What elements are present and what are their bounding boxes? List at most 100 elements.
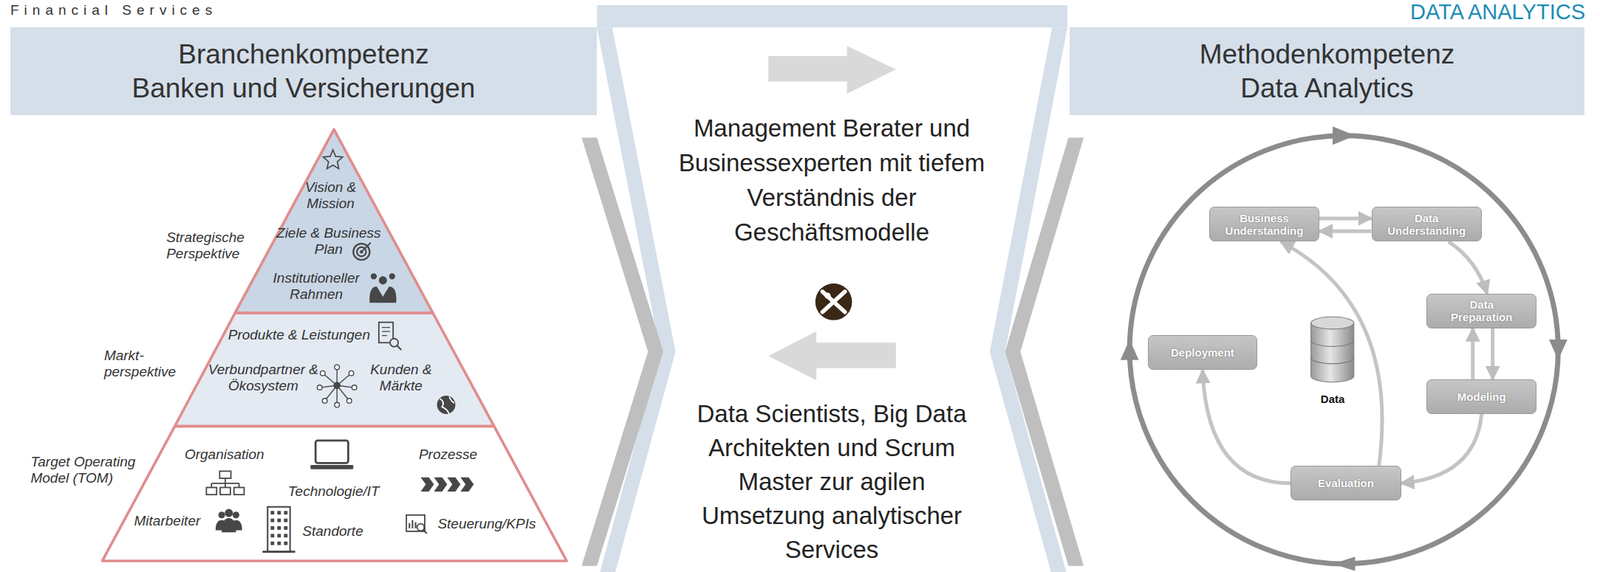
decoration — [351, 385, 357, 391]
decoration — [334, 364, 340, 371]
decoration — [406, 515, 425, 532]
decoration — [1129, 135, 1558, 565]
label-text: DATA ANALYTICS — [1410, 0, 1586, 25]
decoration — [270, 511, 275, 515]
label-text: Financial Services — [10, 2, 218, 19]
decoration — [220, 487, 231, 495]
decoration — [217, 511, 225, 519]
decoration — [233, 487, 244, 495]
flow-arrow — [1470, 328, 1475, 380]
cycle-ring — [1120, 126, 1568, 572]
decoration — [1311, 323, 1355, 383]
phase-label: Business Understanding — [1221, 212, 1309, 238]
decoration — [277, 526, 281, 531]
tier-label: Markt- perspektive — [104, 347, 186, 381]
decoration — [439, 396, 454, 414]
decoration — [1549, 339, 1568, 361]
decoration — [768, 45, 897, 94]
decoration — [283, 526, 288, 531]
phase-label: Evaluation — [1317, 477, 1374, 490]
decoration — [270, 542, 275, 546]
tier-label: Standorte — [302, 523, 363, 540]
decoration — [768, 331, 897, 381]
decoration — [596, 5, 1068, 28]
flow-arrow — [1490, 328, 1495, 380]
label-text: Management Berater und Businessexperten … — [676, 110, 987, 250]
decoration — [101, 426, 567, 561]
tier-label: Steuerung/KPIs — [437, 516, 536, 533]
decoration — [378, 276, 387, 285]
decoration — [283, 518, 288, 523]
tier-label: Kunden & Märkte — [364, 361, 439, 395]
pyramid-tier: Strategische Perspektive Vision & Mission… — [20, 120, 588, 316]
header-band: MethodenkompetenzData Analytics — [1069, 27, 1586, 116]
decoration — [262, 551, 295, 554]
decoration — [1311, 340, 1355, 365]
decoration — [316, 385, 323, 391]
decoration — [348, 370, 354, 376]
decoration — [277, 518, 281, 523]
phase-label: Data Preparation — [1438, 298, 1526, 324]
decoration — [319, 370, 326, 376]
label-text: Data Scientists, Big Data Architekten un… — [676, 397, 987, 568]
decoration — [409, 520, 416, 529]
decoration — [446, 477, 461, 492]
decoration — [232, 511, 240, 519]
tier-label: Strategische Perspektive — [166, 229, 259, 263]
phase-label: Modeling — [1457, 390, 1507, 404]
decoration — [174, 313, 494, 427]
tier-label: Institutioneller Rahmen — [266, 270, 366, 303]
decoration — [270, 518, 275, 523]
header-band: BranchenkompetenzBanken und Versicherung… — [10, 27, 597, 116]
flow-arrow — [1401, 414, 1482, 484]
decoration — [211, 478, 239, 488]
phase-box: Data Understanding — [1371, 206, 1482, 242]
decoration — [420, 477, 434, 492]
decoration — [219, 471, 231, 479]
tier-label: Target Operating Model (TOM) — [30, 454, 147, 487]
header-text: Banken und Versicherungen — [132, 71, 476, 106]
decoration — [267, 507, 290, 553]
phase-label: Deployment — [1170, 346, 1235, 360]
decoration — [334, 402, 340, 408]
tier-label: Ziele & Business Plan — [267, 225, 390, 258]
tier-label: Vision & Mission — [299, 179, 362, 213]
phase-box: Modeling — [1426, 379, 1537, 415]
pyramid-tier: Target Operating Model (TOM) Organisation… — [20, 427, 588, 566]
header-text: Branchenkompetenz — [178, 37, 429, 72]
header-text: Methodenkompetenz — [1199, 37, 1456, 72]
decoration — [333, 381, 341, 390]
flow-arrow — [1448, 241, 1487, 294]
flow-arrow — [1202, 370, 1291, 484]
decoration — [436, 395, 456, 415]
tier-label: Produkte & Leistungen — [228, 327, 371, 344]
decoration — [270, 526, 275, 531]
tier-label: Prozesse — [418, 446, 478, 464]
decoration — [283, 534, 288, 538]
decoration — [433, 477, 447, 492]
decoration — [396, 345, 402, 351]
decoration — [270, 534, 275, 538]
decoration — [214, 518, 242, 533]
flow-arrow — [1319, 216, 1372, 221]
phase-box: Deployment — [1147, 335, 1258, 371]
decoration — [388, 273, 395, 280]
decoration — [283, 542, 288, 546]
decoration — [206, 487, 217, 495]
decoration — [1332, 556, 1355, 572]
decoration — [370, 273, 376, 280]
decoration — [581, 137, 664, 566]
phase-box: Business Understanding — [1209, 206, 1320, 242]
decoration — [815, 283, 853, 321]
decoration — [277, 534, 281, 538]
database-label: Data — [1295, 392, 1369, 407]
tier-label: Verbundpartner & Ökosystem — [200, 361, 326, 395]
decoration — [381, 327, 391, 336]
decoration — [315, 440, 348, 464]
decoration — [822, 291, 845, 313]
decoration — [283, 511, 288, 515]
decoration — [1332, 126, 1355, 145]
decoration — [390, 339, 399, 348]
tier-label: Technologie/IT — [288, 483, 380, 501]
tier-label: Organisation — [184, 446, 265, 464]
